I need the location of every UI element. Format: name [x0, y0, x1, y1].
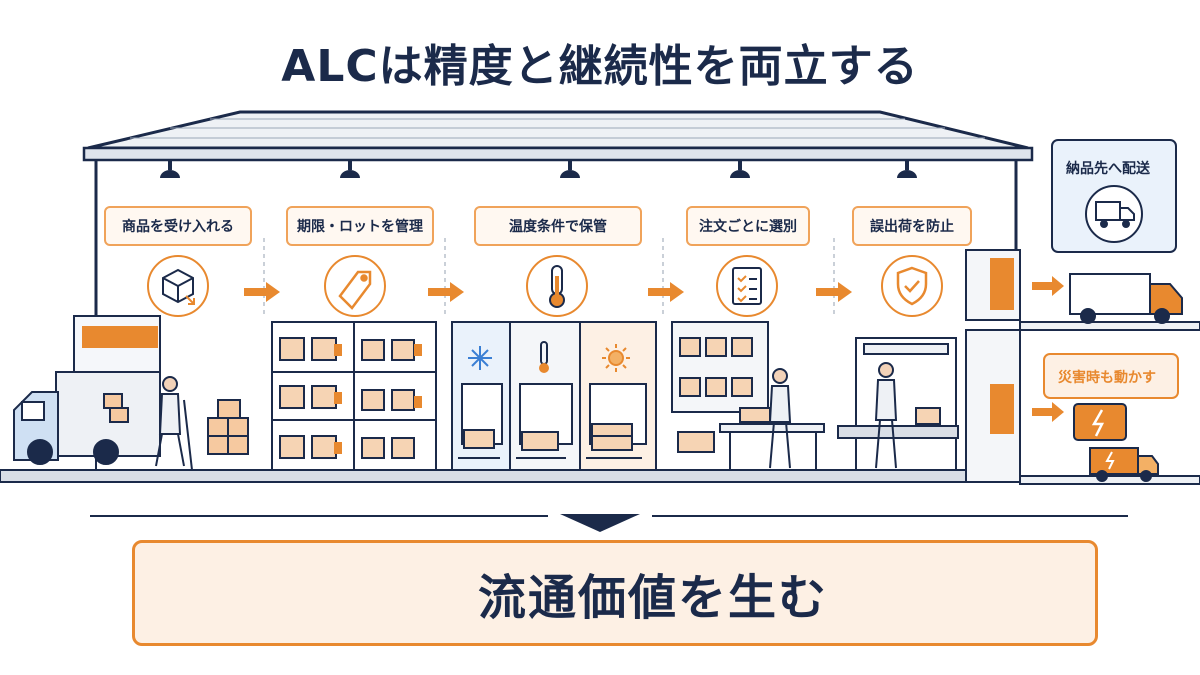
disaster-panel — [1043, 353, 1179, 399]
thermometer-icon — [549, 265, 565, 308]
lot-shelf — [271, 321, 437, 471]
result-label: 流通価値を生む — [478, 570, 829, 626]
power-truck — [1089, 447, 1159, 482]
room-thermometer-icon — [539, 341, 549, 373]
truck-icon — [1095, 201, 1135, 228]
inspection-gate — [837, 337, 959, 470]
worker-hand-truck — [155, 376, 252, 471]
snowflake-icon — [468, 346, 492, 370]
shipping-dock — [965, 249, 1200, 485]
disaster-label: 災害時も動かす — [1058, 370, 1156, 386]
down-arrow-icon — [560, 514, 640, 532]
step-label-receive: 商品を受け入れる — [104, 206, 252, 246]
step-label-inspection: 誤出荷を防止 — [852, 206, 972, 246]
picking-station — [670, 321, 825, 471]
tag-icon — [338, 270, 372, 310]
receiving-truck — [13, 315, 161, 465]
shield-check-icon — [896, 266, 928, 306]
delivery-truck — [1069, 273, 1183, 324]
warehouse-roof — [82, 110, 1034, 162]
step-label-temperature: 温度条件で保管 — [474, 206, 642, 246]
page-title: ALCは精度と継続性を両立する — [281, 41, 919, 92]
result-box — [132, 540, 1098, 646]
temperature-storage — [451, 321, 657, 471]
sun-icon — [602, 344, 630, 372]
box-arrow-icon — [162, 268, 195, 305]
generator — [1073, 403, 1127, 441]
delivery-label: 納品先へ配送 — [1066, 161, 1150, 177]
step-label-picking: 注文ごとに選別 — [686, 206, 810, 246]
checklist-icon — [732, 267, 762, 305]
step-label-lot: 期限・ロットを管理 — [286, 206, 434, 246]
ceiling-lamps — [160, 160, 917, 178]
